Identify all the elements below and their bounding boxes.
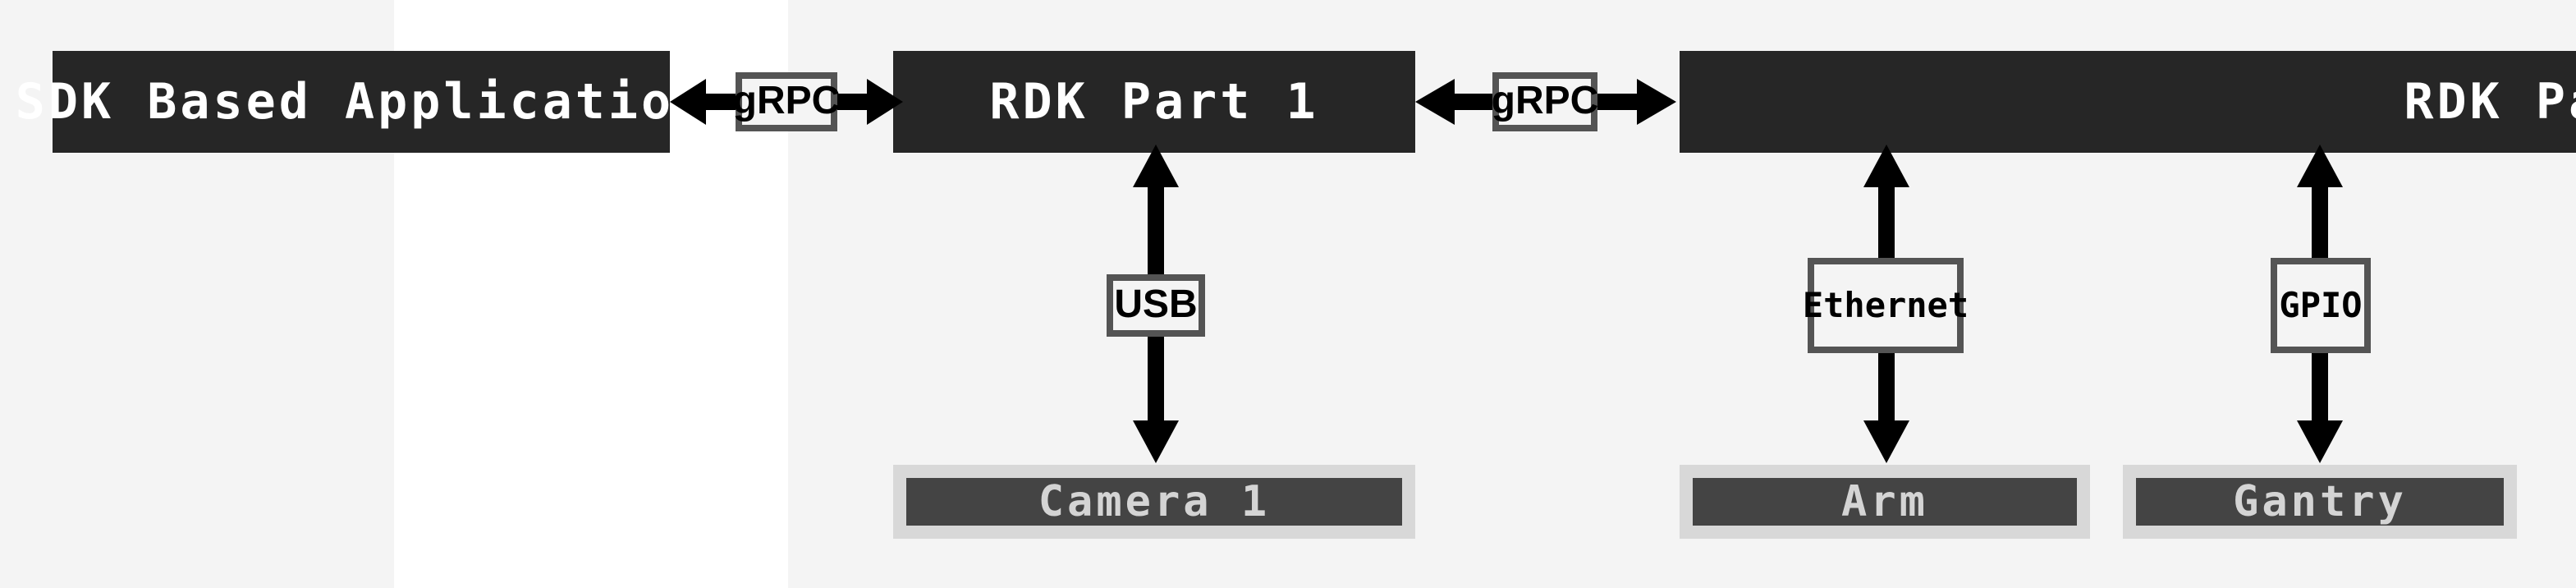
node-camera-1-label: Camera 1 [1038,477,1271,526]
node-arm-body: Arm [1693,477,2077,526]
node-rdk-part-2-label: RDK Part 2 [2404,73,2576,131]
arrow-left-grpc-to-sdk-app [670,79,745,125]
edge-label-grpc-right[interactable]: gRPC [1491,72,1599,131]
arrow-right-grpc-to-rdk-part-1 [1415,79,1497,125]
node-rdk-part-1[interactable]: RDK Part 1 [893,51,1415,153]
node-gantry-label: Gantry [2233,477,2407,526]
arrow-usb-to-camera-1 [1131,335,1180,463]
edge-label-ethernet[interactable]: Ethernet [1803,258,1969,353]
arrow-ethernet-to-rdk-part-2 [1862,145,1911,276]
node-sdk-based-application[interactable]: SDK Based Application [16,51,704,153]
edge-label-grpc-left[interactable]: gRPC [733,72,840,131]
node-arm-label: Arm [1841,477,1928,526]
node-sdk-based-application-label: SDK Based Application [15,73,708,131]
arrow-gpio-to-gantry [2295,351,2345,463]
node-rdk-part-2[interactable]: RDK Part 2 [1680,51,2576,153]
arrow-ethernet-to-arm [1862,351,1911,463]
arrow-left-grpc-to-rdk-part-1 [827,79,903,125]
node-rdk-part-1-label: RDK Part 1 [989,73,1319,131]
node-gantry[interactable]: Gantry [2123,465,2517,539]
arrow-usb-to-rdk-part-1 [1131,145,1180,276]
node-gantry-body: Gantry [2136,477,2504,526]
arrow-gpio-to-rdk-part-2 [2295,145,2345,276]
edge-label-gpio[interactable]: GPIO [2271,258,2371,353]
edge-label-grpc-left-text: gRPC [732,79,841,123]
edge-label-ethernet-text: Ethernet [1802,286,1969,325]
node-camera-1-body: Camera 1 [906,477,1402,526]
edge-label-grpc-right-text: gRPC [1491,79,1599,123]
node-camera-1[interactable]: Camera 1 [893,465,1415,539]
node-arm[interactable]: Arm [1680,465,2090,539]
edge-label-usb-text: USB [1114,283,1198,327]
edge-label-gpio-text: GPIO [2279,286,2363,325]
edge-label-usb[interactable]: USB [1107,274,1205,337]
arrow-right-grpc-to-rdk-part-2 [1591,79,1676,125]
